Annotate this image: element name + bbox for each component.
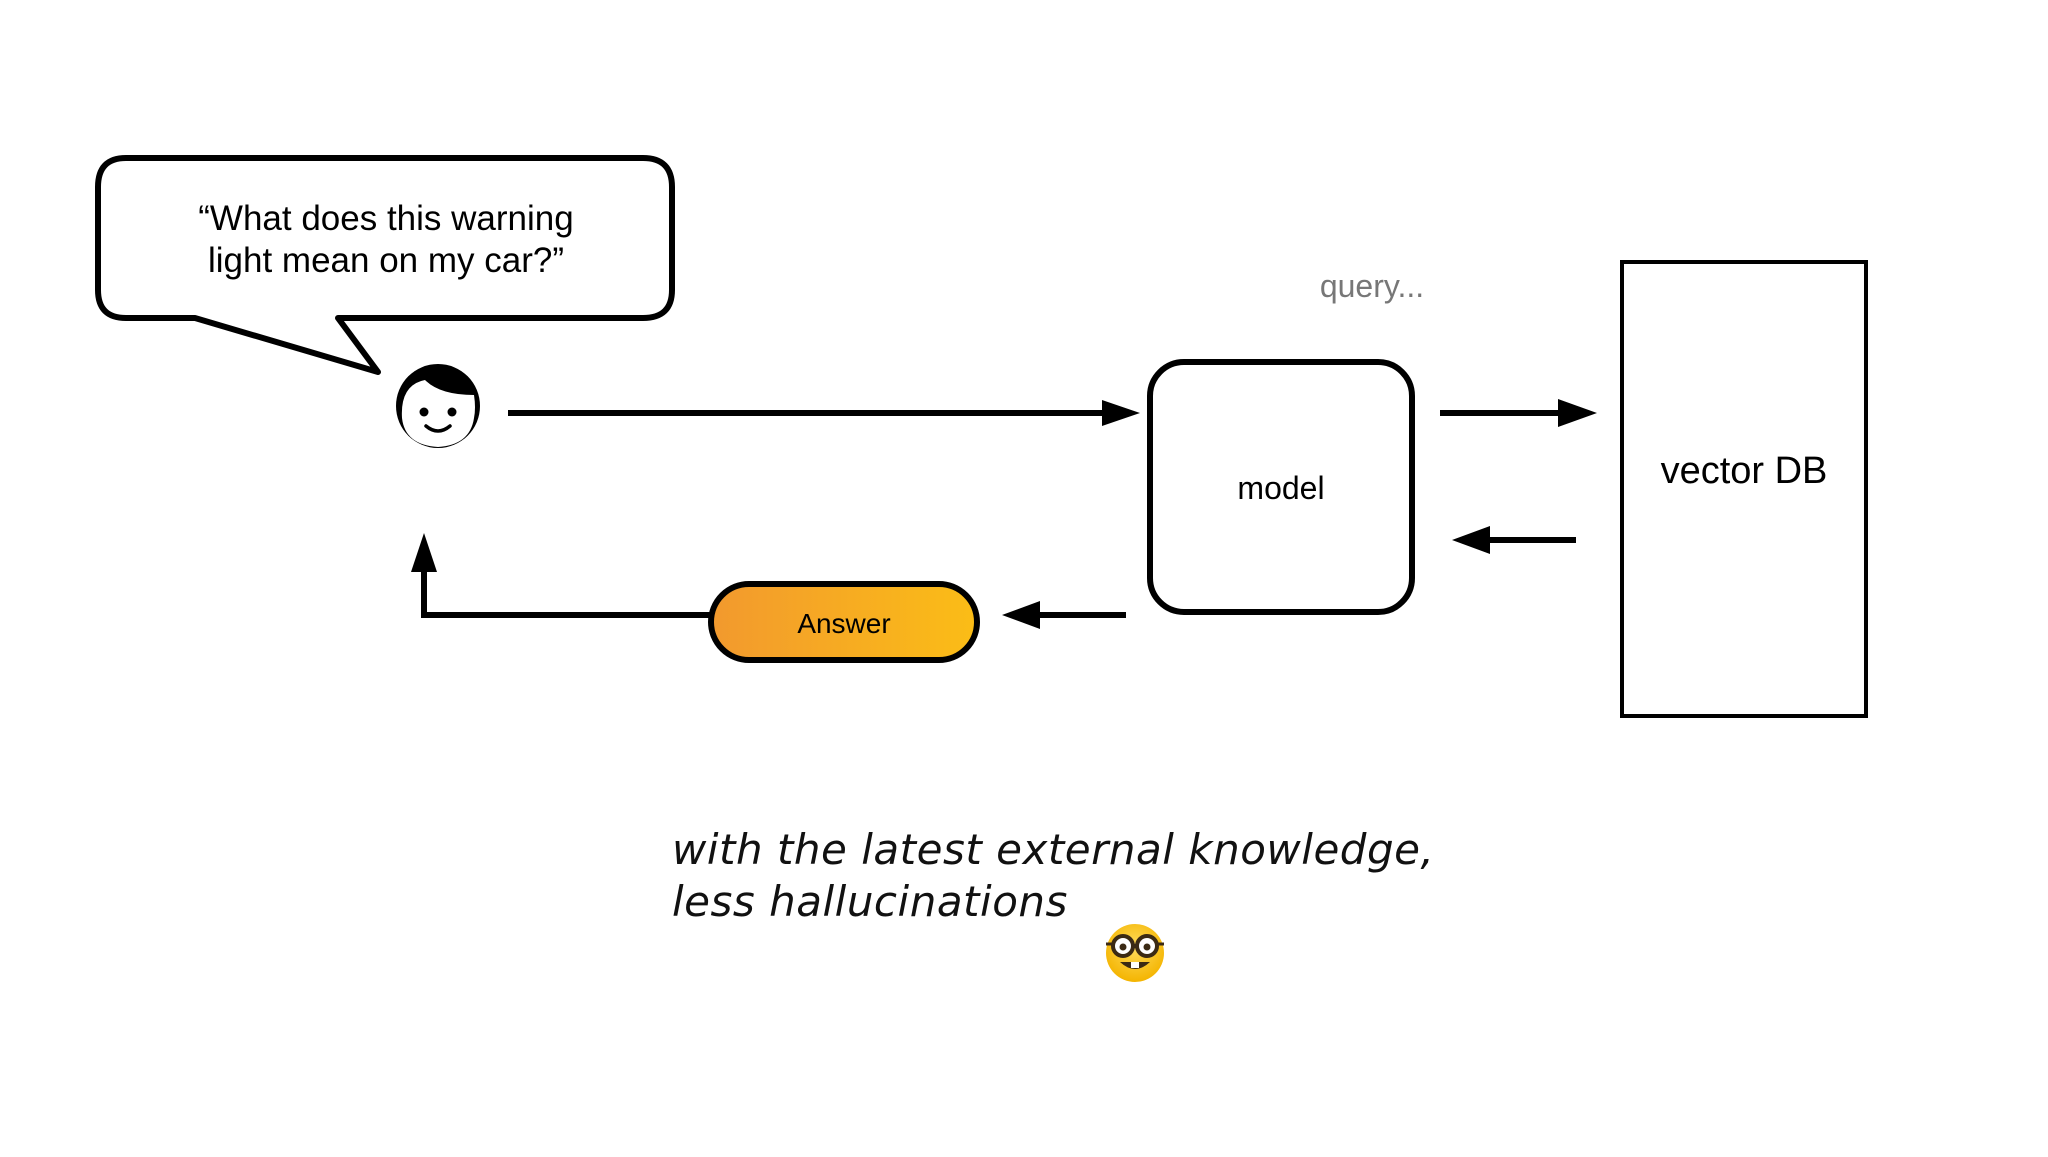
arrow-answer-to-user bbox=[411, 533, 711, 618]
nerd-face-emoji bbox=[1106, 924, 1164, 982]
answer-pill: Answer bbox=[708, 581, 980, 663]
speech-bubble-outline bbox=[95, 155, 675, 375]
speech-bubble-line-2: light mean on my car?” bbox=[208, 241, 564, 280]
caption-line-1: with the latest external knowledge, bbox=[672, 825, 1435, 874]
vector-db-label: vector DB bbox=[1661, 450, 1828, 492]
speech-bubble: “What does this warning light mean on my… bbox=[95, 155, 675, 375]
model-label: model bbox=[1237, 470, 1324, 506]
model-box: model bbox=[1147, 359, 1415, 615]
arrow-model-to-answer bbox=[1002, 601, 1126, 629]
arrow-model-to-db bbox=[1440, 399, 1597, 427]
arrow-user-to-model bbox=[508, 400, 1140, 426]
answer-label: Answer bbox=[797, 608, 890, 639]
caption-line-2: less hallucinations bbox=[672, 877, 1068, 926]
arrow-db-to-model bbox=[1452, 526, 1576, 554]
query-label: query... bbox=[1320, 268, 1424, 304]
speech-bubble-line-1: “What does this warning bbox=[198, 199, 573, 238]
caption: with the latest external knowledge, less… bbox=[672, 824, 1672, 928]
vector-db-box: vector DB bbox=[1620, 260, 1868, 718]
girl-face-icon bbox=[396, 364, 480, 448]
